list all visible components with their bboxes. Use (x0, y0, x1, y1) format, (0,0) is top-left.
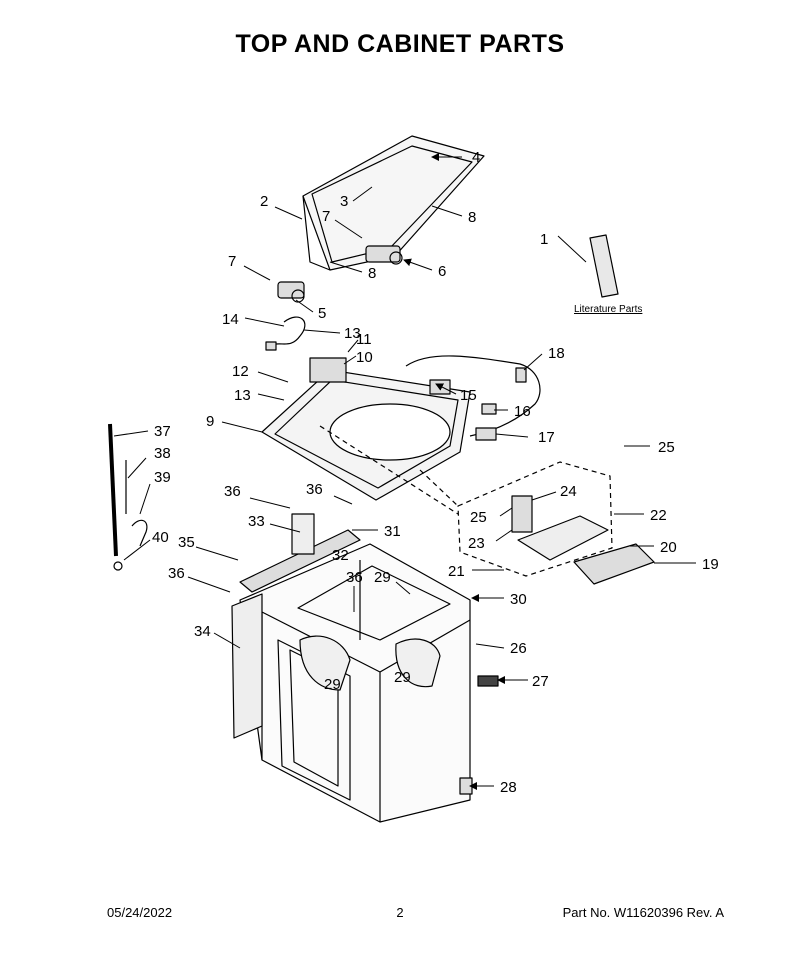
callout-34: 34 (194, 623, 211, 640)
callout-24: 24 (560, 483, 577, 500)
callout-12: 12 (232, 363, 249, 380)
callout-7: 7 (228, 253, 236, 270)
callout-8: 8 (368, 265, 376, 282)
footer-part-number: Part No. W11620396 Rev. A (562, 905, 724, 920)
hinge-right (365, 245, 403, 265)
dispenser-housing (511, 495, 655, 585)
footer-page-number: 2 (396, 905, 404, 920)
front-rail (239, 513, 361, 593)
callout-17: 17 (538, 429, 555, 446)
callout-4: 4 (472, 149, 480, 166)
callout-26: 26 (510, 640, 527, 657)
callout-28: 28 (500, 779, 517, 796)
callout-5: 5 (318, 305, 326, 322)
hinge-left (277, 281, 305, 303)
callout-1: 1 (540, 231, 548, 248)
callout-22: 22 (650, 507, 667, 524)
callout-29: 29 (394, 669, 411, 686)
callout-37: 37 (154, 423, 171, 440)
callout-33: 33 (248, 513, 265, 530)
callout-20: 20 (660, 539, 677, 556)
callout-36: 36 (346, 569, 363, 586)
cabinet-label (477, 675, 499, 687)
callout-11: 11 (356, 331, 372, 348)
access-cover (299, 635, 441, 691)
callout-19: 19 (702, 556, 719, 573)
callout-23: 23 (468, 535, 485, 552)
callout-9: 9 (206, 413, 214, 430)
callout-36: 36 (306, 481, 323, 498)
literature-parts-book (589, 234, 619, 298)
callout-6: 6 (438, 263, 446, 280)
lid-frame (302, 135, 485, 271)
dispenser-group-outline (319, 425, 613, 577)
callout-10: 10 (356, 349, 373, 366)
callout-30: 30 (510, 591, 527, 608)
callout-14: 14 (222, 311, 239, 328)
callout-3: 3 (340, 193, 348, 210)
callout-2: 2 (260, 193, 268, 210)
callout-21: 21 (448, 563, 465, 580)
callout-27: 27 (532, 673, 549, 690)
callout-29: 29 (324, 676, 341, 693)
callout-32: 32 (332, 547, 349, 564)
callout-13: 13 (234, 387, 251, 404)
callout-25: 25 (658, 439, 675, 456)
top-panel (261, 357, 471, 501)
cabinet-side-panel (231, 593, 263, 739)
callout-13: 13 (344, 325, 361, 342)
callout-7: 7 (322, 208, 330, 225)
drain-hose (108, 423, 148, 571)
callout-35: 35 (178, 534, 195, 551)
callout-29: 29 (374, 569, 391, 586)
callout-15: 15 (460, 387, 477, 404)
callout-8: 8 (468, 209, 476, 226)
page-title: TOP AND CABINET PARTS (235, 30, 565, 58)
callout-25: 25 (470, 509, 487, 526)
footer-date: 05/24/2022 (107, 905, 173, 920)
callout-38: 38 (154, 445, 171, 462)
callout-31: 31 (384, 523, 401, 540)
callout-16: 16 (514, 403, 531, 420)
callout-40: 40 (152, 529, 169, 546)
callout-18: 18 (548, 345, 565, 362)
literature-parts-label: Literature Parts (574, 304, 642, 315)
callout-36: 36 (168, 565, 185, 582)
callout-36: 36 (224, 483, 241, 500)
wire-harness (265, 316, 306, 351)
callout-39: 39 (154, 469, 171, 486)
